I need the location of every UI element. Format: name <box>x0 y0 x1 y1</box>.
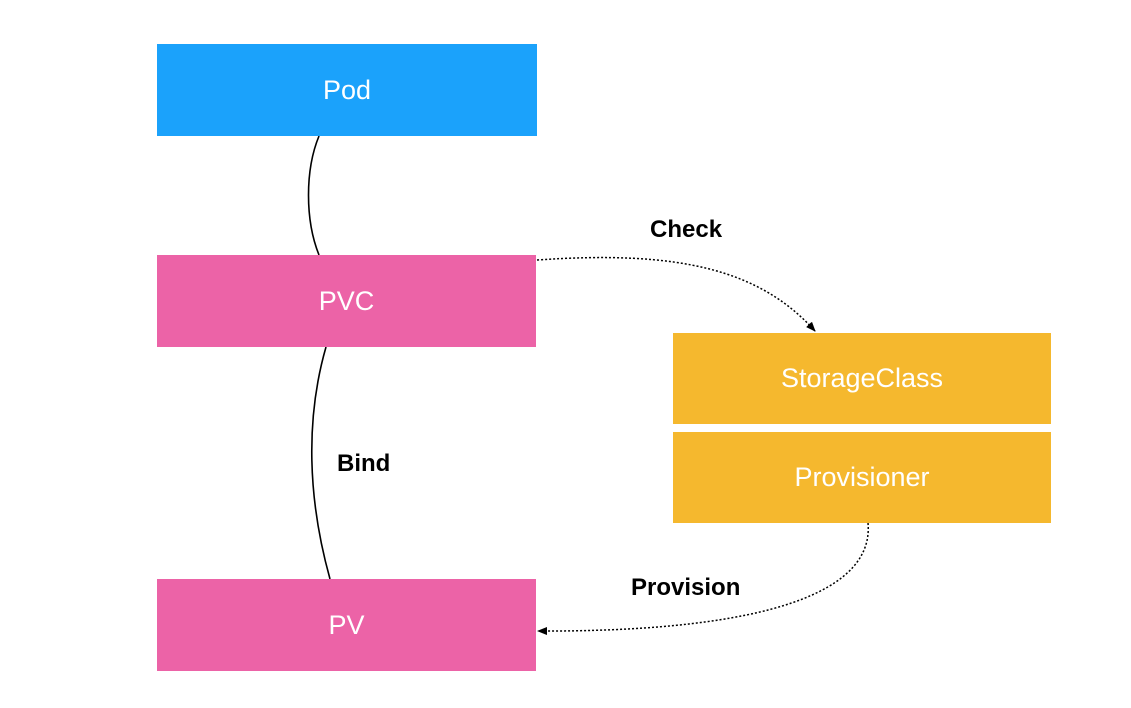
storage-class-label: StorageClass <box>780 363 944 393</box>
provision-arrow <box>537 522 869 636</box>
pvc-label: PVC <box>318 285 375 316</box>
bind-edge-label: Bind <box>337 450 391 477</box>
pod-label: Pod <box>322 74 372 105</box>
bind-connector <box>311 346 331 580</box>
provisioner-label: Provisioner <box>794 462 930 492</box>
pvc-node: PVC <box>157 255 536 347</box>
check-edge-label: Check <box>650 216 723 243</box>
pv-label: PV <box>328 609 365 640</box>
pv-node: PV <box>157 579 536 671</box>
check-arrow <box>536 256 816 332</box>
provision-edge-label: Provision <box>631 574 741 601</box>
provisioner-node: Provisioner <box>673 432 1051 523</box>
storage-class-node: StorageClass <box>673 333 1051 424</box>
pod-pvc-connector <box>307 135 320 256</box>
pod-node: Pod <box>157 44 537 136</box>
